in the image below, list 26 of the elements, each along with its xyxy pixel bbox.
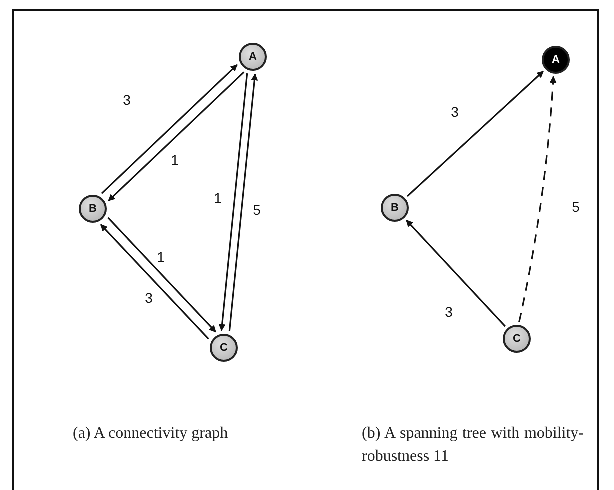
edge-weight: 1 <box>156 249 166 265</box>
edge-weight: 3 <box>444 304 454 320</box>
graph-node: C <box>503 325 531 353</box>
arrow <box>101 64 238 194</box>
graph-node: C <box>210 334 238 362</box>
graph-node: B <box>79 195 107 223</box>
arrow <box>406 220 506 328</box>
arrow <box>518 76 557 322</box>
subfigure-caption: (b) A spanning tree with mobility-robustness 11 <box>362 424 584 467</box>
edge-weight: 1 <box>170 152 180 168</box>
arrow <box>100 224 210 340</box>
arrow <box>406 70 544 198</box>
subfigure-caption: (a) A connectivity graph <box>73 424 230 444</box>
graph-node: A <box>239 43 267 71</box>
edge-weight: 5 <box>571 199 581 215</box>
graph-node: B <box>381 194 409 222</box>
arrow <box>108 217 217 333</box>
edge-weight: 3 <box>122 92 132 108</box>
edge-weight: 3 <box>144 290 154 306</box>
edge-weight: 5 <box>252 202 262 218</box>
arrow <box>108 72 245 202</box>
edge-weight: 1 <box>213 190 223 206</box>
arrow <box>228 74 258 332</box>
edge-weight: 3 <box>450 104 460 120</box>
graph-node: A <box>542 46 570 74</box>
arrow <box>218 73 248 332</box>
